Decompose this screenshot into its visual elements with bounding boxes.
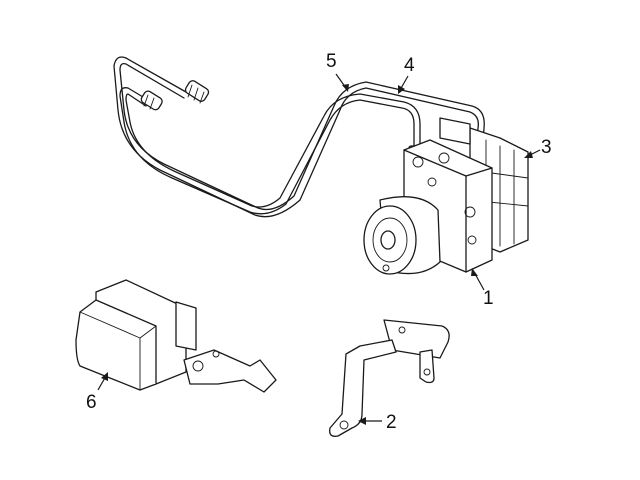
arrowhead-3 (524, 151, 533, 158)
callout-2: 2 (386, 412, 397, 433)
arrowhead-1 (471, 268, 478, 276)
pump-motor (363, 196, 441, 275)
arrowhead-5 (342, 84, 349, 92)
arrowhead-6 (101, 372, 108, 381)
callout-6: 6 (86, 392, 97, 413)
callout-leaders (97, 73, 541, 425)
callout-1: 1 (483, 288, 494, 309)
modulator-bracket (329, 319, 450, 437)
callout-3: 3 (541, 137, 552, 158)
arrowhead-4 (398, 85, 405, 94)
abs-modulator (363, 117, 529, 275)
yaw-rate-sensor (75, 279, 277, 393)
callout-5: 5 (326, 51, 337, 72)
callout-labels: 1 2 3 4 5 6 (86, 51, 552, 433)
callout-4: 4 (404, 55, 415, 76)
fitting-lower-left (140, 90, 163, 111)
arrowhead-2 (358, 417, 366, 425)
fitting-upper-left (184, 80, 210, 104)
